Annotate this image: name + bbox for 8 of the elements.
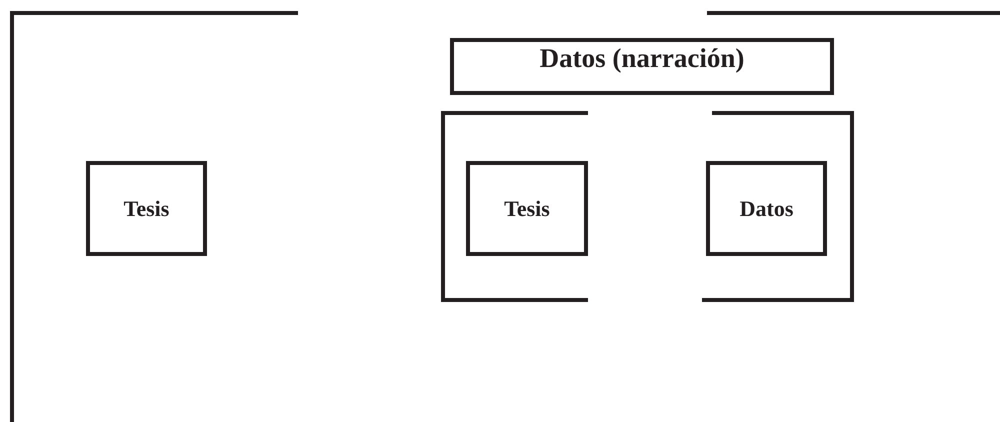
text-box bbox=[466, 161, 588, 256]
box-label: Tesis bbox=[124, 194, 170, 222]
box-label: Datos bbox=[740, 194, 794, 222]
text-box bbox=[450, 38, 834, 95]
box-label: Datos (narración) bbox=[540, 42, 744, 75]
text-box bbox=[86, 161, 207, 256]
text-box bbox=[706, 161, 827, 256]
box-label: Tesis bbox=[504, 194, 550, 222]
